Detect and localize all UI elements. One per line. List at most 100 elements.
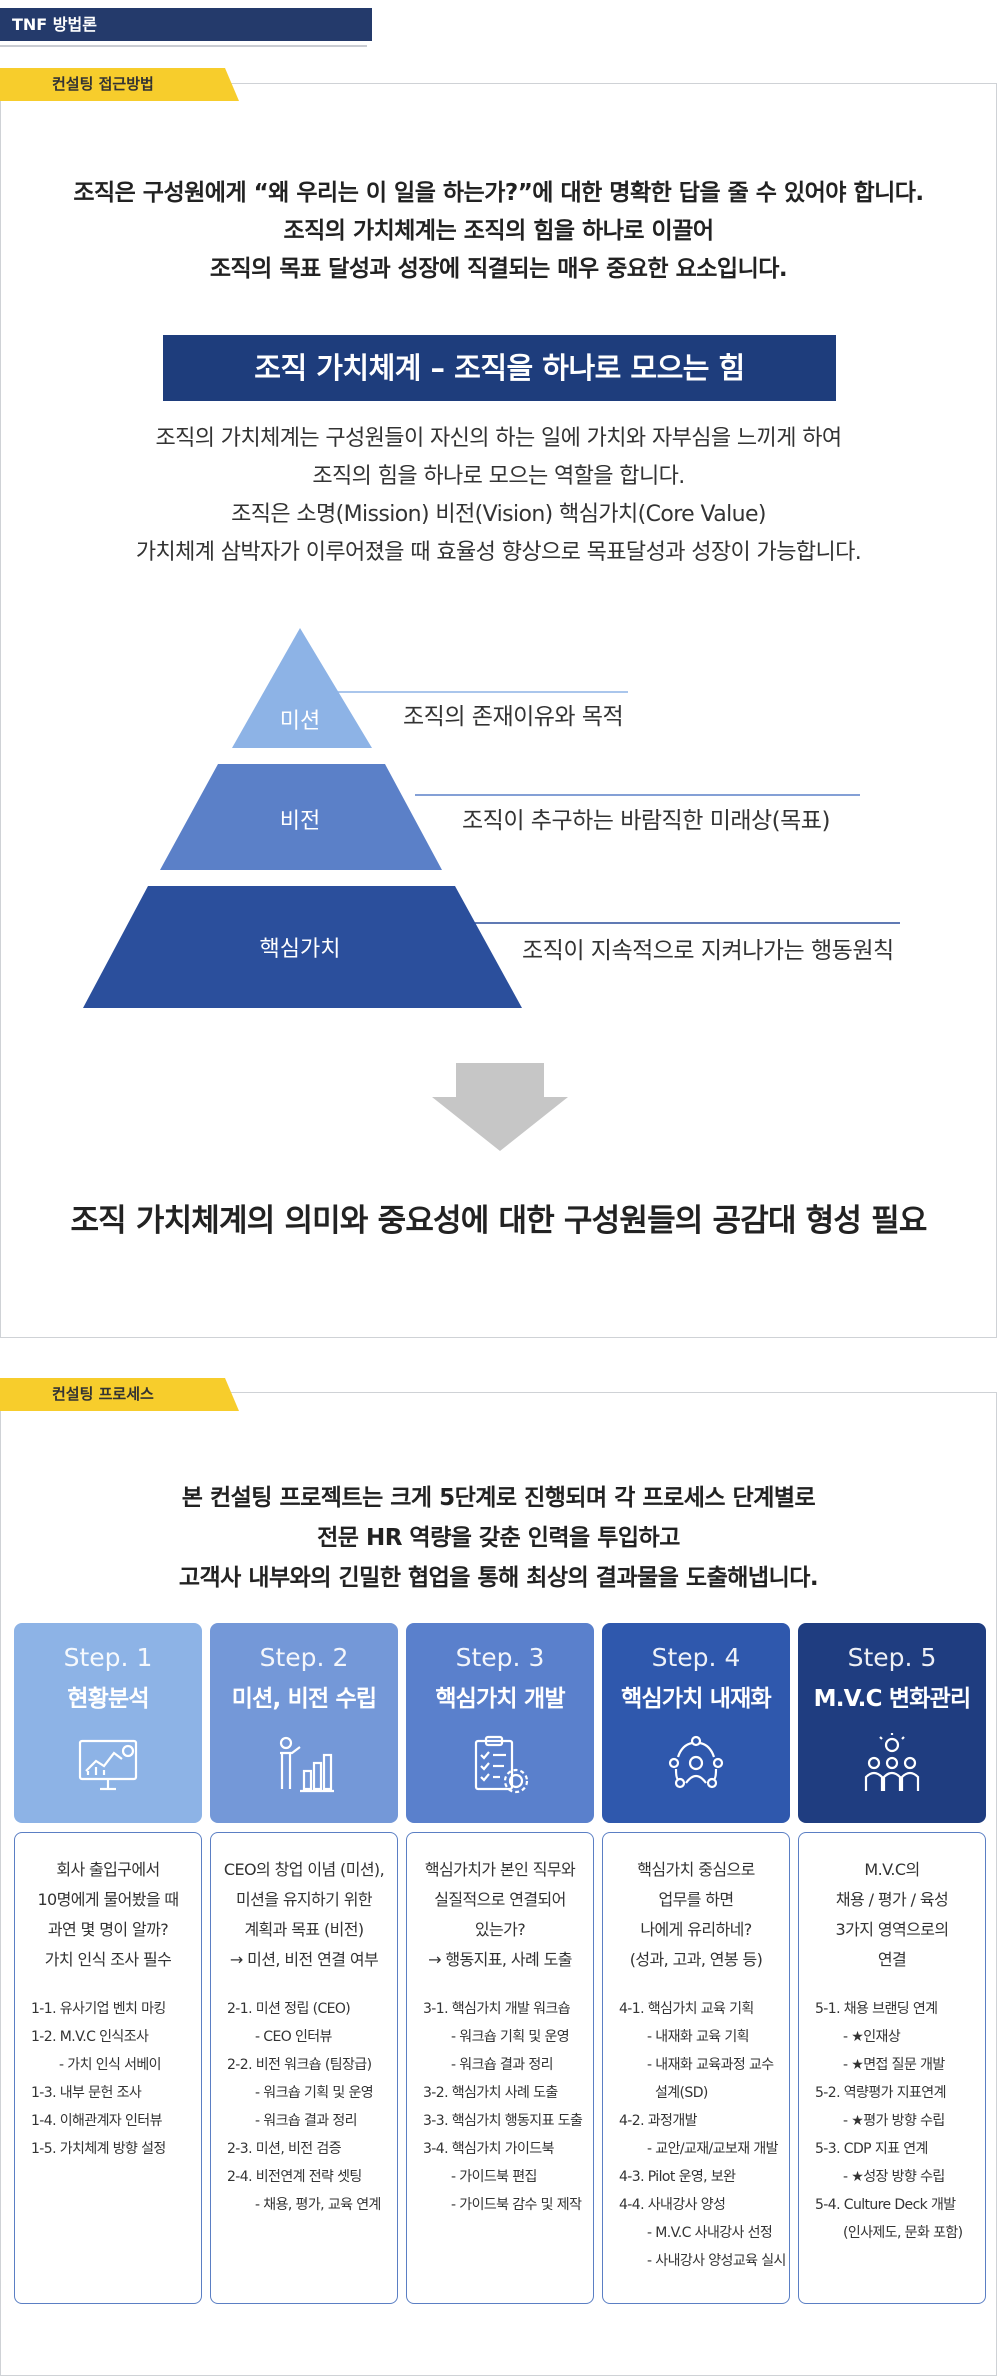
task-item: 2-1. 미션 정립 (CEO) xyxy=(227,2001,351,2017)
step-number: Step. 3 xyxy=(455,1643,545,1672)
task-item: 3-4. 핵심가치 가이드북 xyxy=(423,2141,554,2157)
presenter-chart-icon xyxy=(279,1736,334,1793)
step-number: Step. 4 xyxy=(651,1643,741,1672)
task-item: 3-2. 핵심가치 사례 도출 xyxy=(423,2085,558,2101)
approach-intro: 조직은 구성원에게 “왜 우리는 이 일을 하는가?”에 대한 명확한 답을 줄… xyxy=(0,174,997,288)
task-item: 4-4. 사내강사 양성 xyxy=(619,2197,726,2213)
step-title: 핵심가치 내재화 xyxy=(621,1686,772,1712)
pyramid-desc-mission: 조직의 존재이유와 목적 xyxy=(403,704,624,730)
task-item: 2-3. 미션, 비전 검증 xyxy=(227,2141,342,2157)
desc-line: 조직의 힘을 하나로 모으는 역할을 합니다. xyxy=(312,464,685,489)
step-summary: 핵심가치가 본인 직무와 실질적으로 연결되어 있는가? → 행동지표, 사례 … xyxy=(407,1855,593,1975)
summary-line: 계획과 목표 (비전) xyxy=(244,1920,364,1939)
task-subitem: - ★인재상 xyxy=(843,2029,901,2045)
step-title: 핵심가치 개발 xyxy=(435,1686,565,1712)
task-item: 3-3. 핵심가치 행동지표 도출 xyxy=(423,2113,583,2129)
task-item: 1-4. 이해관계자 인터뷰 xyxy=(31,2113,162,2129)
intro-line: 조직은 구성원에게 “왜 우리는 이 일을 하는가?”에 대한 명확한 답을 줄… xyxy=(73,180,924,206)
step-summary: CEO의 창업 이념 (미션), 미션을 유지하기 위한 계획과 목표 (비전)… xyxy=(211,1855,397,1975)
step-summary: M.V.C의 채용 / 평가 / 육성 3가지 영역으로의 연결 xyxy=(799,1855,985,1975)
pyramid-desc-vision: 조직이 추구하는 바람직한 미래상(목표) xyxy=(462,808,830,834)
summary-line: → 행동지표, 사례 도출 xyxy=(428,1950,572,1969)
summary-line: 핵심가치가 본인 직무와 xyxy=(424,1860,576,1879)
summary-line: → 미션, 비전 연결 여부 xyxy=(229,1950,379,1969)
summary-line: 3가지 영역으로의 xyxy=(835,1920,950,1939)
down-arrow-icon xyxy=(432,1063,568,1151)
step-number: Step. 2 xyxy=(259,1643,349,1672)
task-subitem: - 워크숍 기획 및 운영 xyxy=(451,2029,570,2045)
summary-line: 연결 xyxy=(877,1950,907,1969)
task-item: 1-3. 내부 문헌 조사 xyxy=(31,2085,142,2101)
step-2-card: CEO의 창업 이념 (미션), 미션을 유지하기 위한 계획과 목표 (비전)… xyxy=(210,1832,398,2304)
task-subitem: - 워크숍 기획 및 운영 xyxy=(255,2085,374,2101)
process-tag: 컨설팅 프로세스 xyxy=(0,1378,239,1411)
step-1-header: Step. 1 현황분석 xyxy=(14,1623,202,1823)
task-item: 1-2. M.V.C 인식조사 xyxy=(31,2029,149,2045)
step-4-card: 핵심가치 중심으로 업무를 하면 나에게 유리하네? (성과, 고과, 연봉 등… xyxy=(602,1832,790,2304)
task-subitem: 설계(SD) xyxy=(655,2085,708,2101)
step-task-list: 3-1. 핵심가치 개발 워크숍 - 워크숍 기획 및 운영 - 워크숍 결과 … xyxy=(423,1995,595,2219)
step-title: 미션, 비전 수립 xyxy=(231,1686,377,1712)
summary-line: 업무를 하면 xyxy=(658,1890,734,1909)
step-task-list: 5-1. 채용 브랜딩 연계 - ★인재상 - ★면접 질문 개발 5-2. 역… xyxy=(815,1995,987,2247)
task-subitem: - 내재화 교육과정 교수 xyxy=(647,2057,774,2073)
approach-section xyxy=(0,83,997,1338)
task-subitem: - ★성장 방향 수립 xyxy=(843,2169,945,2185)
task-subitem: - 사내강사 양성교육 실시 xyxy=(647,2253,786,2269)
step-title: 현황분석 xyxy=(67,1686,149,1712)
intro-line: 조직의 목표 달성과 성장에 직결되는 매우 중요한 요소입니다. xyxy=(209,256,788,282)
step-2-header: Step. 2 미션, 비전 수립 xyxy=(210,1623,398,1823)
summary-line: 10명에게 물어봤을 때 xyxy=(37,1890,179,1909)
task-subitem: - 가이드북 편집 xyxy=(451,2169,537,2185)
task-subitem: - M.V.C 사내강사 선정 xyxy=(647,2225,773,2241)
task-item: 4-2. 과정개발 xyxy=(619,2113,697,2129)
task-item: 3-1. 핵심가치 개발 워크숍 xyxy=(423,2001,571,2017)
intro-line: 본 컨설팅 프로젝트는 크게 5단계로 진행되며 각 프로세스 단계별로 xyxy=(181,1485,816,1511)
task-item: 5-2. 역량평가 지표연계 xyxy=(815,2085,946,2101)
summary-line: 실질적으로 연결되어 xyxy=(434,1890,566,1909)
team-idea-icon xyxy=(864,1733,920,1791)
process-intro: 본 컨설팅 프로젝트는 크게 5단계로 진행되며 각 프로세스 단계별로 전문 … xyxy=(0,1478,997,1598)
pyramid-desc-core-value: 조직이 지속적으로 지켜나가는 행동원칙 xyxy=(522,938,894,964)
value-system-description: 조직의 가치체계는 구성원들이 자신의 하는 일에 가치와 자부심을 느끼게 하… xyxy=(0,420,997,572)
summary-line: 나에게 유리하네? xyxy=(640,1920,752,1939)
desc-line: 조직은 소명(Mission) 비전(Vision) 핵심가치(Core Val… xyxy=(231,502,766,527)
page-header-title: TNF 방법론 xyxy=(0,8,372,41)
task-item: 2-2. 비전 워크숍 (팀장급) xyxy=(227,2057,372,2073)
task-item: 5-3. CDP 지표 연계 xyxy=(815,2141,928,2157)
approach-tag: 컨설팅 접근방법 xyxy=(0,68,239,101)
summary-line: 채용 / 평가 / 육성 xyxy=(835,1890,949,1909)
intro-line: 전문 HR 역량을 갖춘 인력을 투입하고 xyxy=(317,1525,680,1551)
task-subitem: - 워크숍 결과 정리 xyxy=(451,2057,554,2073)
team-network-icon xyxy=(668,1735,724,1789)
pyramid-tier-mission xyxy=(232,628,372,748)
approach-conclusion: 조직 가치체계의 의미와 중요성에 대한 구성원들의 공감대 형성 필요 xyxy=(70,1203,927,1239)
summary-line: 핵심가치 중심으로 xyxy=(637,1860,755,1879)
task-subitem: - CEO 인터뷰 xyxy=(255,2029,332,2045)
intro-line: 조직의 가치체계는 조직의 힘을 하나로 이끌어 xyxy=(283,218,714,244)
pyramid-tier-vision xyxy=(160,764,442,870)
task-subitem: (인사제도, 문화 포함) xyxy=(843,2225,963,2241)
step-task-list: 1-1. 유사기업 벤치 마킹 1-2. M.V.C 인식조사 - 가치 인식 … xyxy=(31,1995,203,2163)
pyramid-label-core-value: 핵심가치 xyxy=(259,937,341,962)
summary-line: M.V.C의 xyxy=(864,1860,920,1879)
summary-line: 회사 출입구에서 xyxy=(56,1860,160,1879)
pyramid-tier-core-value xyxy=(83,886,522,1008)
task-item: 5-1. 채용 브랜딩 연계 xyxy=(815,2001,938,2017)
task-subitem: - 가이드북 감수 및 제작 xyxy=(451,2197,582,2213)
value-pyramid xyxy=(83,628,900,1008)
task-subitem: - 채용, 평가, 교육 연계 xyxy=(255,2197,381,2213)
task-subitem: - 워크숍 결과 정리 xyxy=(255,2113,358,2129)
pyramid-label-mission: 미션 xyxy=(279,709,321,734)
task-subitem: - 교안/교재/교보재 개발 xyxy=(647,2141,779,2157)
step-5-card: M.V.C의 채용 / 평가 / 육성 3가지 영역으로의 연결 5-1. 채용… xyxy=(798,1832,986,2304)
task-item: 4-1. 핵심가치 교육 기획 xyxy=(619,2001,754,2017)
task-item: 1-1. 유사기업 벤치 마킹 xyxy=(31,2001,166,2017)
summary-line: 가치 인식 조사 필수 xyxy=(44,1950,172,1969)
step-summary: 회사 출입구에서 10명에게 물어봤을 때 과연 몇 명이 알까? 가치 인식 … xyxy=(15,1855,201,1975)
desc-line: 조직의 가치체계는 구성원들이 자신의 하는 일에 가치와 자부심을 느끼게 하… xyxy=(155,426,842,451)
task-subitem: - 내재화 교육 기획 xyxy=(647,2029,750,2045)
task-subitem: - ★평가 방향 수립 xyxy=(843,2113,945,2129)
intro-line: 고객사 내부와의 긴밀한 협업을 통해 최상의 결과물을 도출해냅니다. xyxy=(178,1565,819,1591)
step-summary: 핵심가치 중심으로 업무를 하면 나에게 유리하네? (성과, 고과, 연봉 등… xyxy=(603,1855,789,1975)
